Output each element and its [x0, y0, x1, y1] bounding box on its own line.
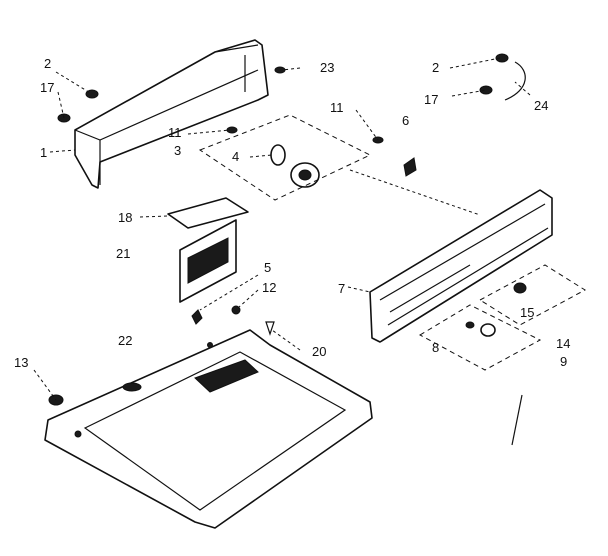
lens — [167, 197, 249, 229]
callout-1: 1 — [40, 145, 47, 160]
callout-7: 7 — [338, 281, 345, 296]
corner-mark — [511, 394, 523, 446]
callout-6: 6 — [402, 113, 409, 128]
control-panel — [369, 189, 553, 343]
clip-14 — [465, 321, 475, 329]
callout-20: 20 — [312, 344, 326, 359]
callout-23: 23 — [320, 60, 334, 75]
callout-4: 4 — [232, 149, 239, 164]
clip-6 — [403, 157, 417, 177]
callout-2-left: 2 — [44, 56, 51, 71]
leveler-20 — [265, 321, 275, 336]
screw-11a — [226, 126, 238, 134]
wire-24 — [504, 61, 526, 101]
switch-15 — [513, 282, 527, 294]
group-box-knobs — [198, 114, 372, 201]
callout-22: 22 — [118, 333, 132, 348]
callout-9: 9 — [560, 354, 567, 369]
clip-5 — [191, 309, 203, 325]
callout-14: 14 — [556, 336, 570, 351]
callout-12: 12 — [262, 280, 276, 295]
screw-2b — [495, 53, 509, 63]
callout-3: 3 — [174, 143, 181, 158]
leader-lines — [33, 57, 531, 401]
knob-clip — [270, 144, 286, 166]
screw-23 — [274, 66, 286, 74]
callout-24: 24 — [534, 98, 548, 113]
callout-17-left: 17 — [40, 80, 54, 95]
callout-13: 13 — [14, 355, 28, 370]
group-box-switches — [479, 264, 586, 326]
callout-21: 21 — [116, 246, 130, 261]
callout-15: 15 — [520, 305, 534, 320]
callout-2-right: 2 — [432, 60, 439, 75]
timer-knob — [290, 162, 320, 188]
switch-panel — [179, 219, 237, 303]
callout-5: 5 — [264, 260, 271, 275]
callout-18: 18 — [118, 210, 132, 225]
group-box-knob-8 — [418, 304, 542, 371]
callout-8: 8 — [432, 340, 439, 355]
callout-11-left: 11 — [168, 125, 182, 140]
top-lid — [44, 329, 373, 529]
console-back-panel — [74, 39, 269, 189]
knob-8 — [480, 323, 496, 337]
callout-17-right: 17 — [424, 92, 438, 107]
callout-11-right: 11 — [330, 100, 344, 115]
screw-17b — [479, 85, 493, 95]
